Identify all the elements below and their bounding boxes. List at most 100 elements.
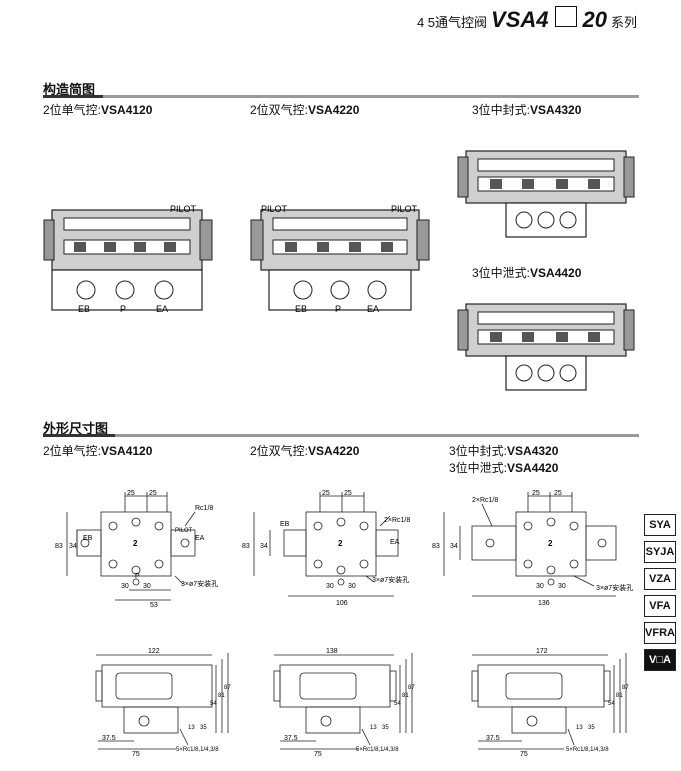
svg-text:81: 81 xyxy=(616,693,623,699)
svg-text:25: 25 xyxy=(322,490,330,497)
svg-text:P: P xyxy=(135,573,140,580)
svg-text:53: 53 xyxy=(150,602,158,608)
svg-text:5×Rc1/8,1/4,3/8: 5×Rc1/8,1/4,3/8 xyxy=(566,747,609,753)
svg-text:54: 54 xyxy=(394,701,401,707)
svg-text:75: 75 xyxy=(132,751,140,757)
dimension-side-vsa4120: 122 37.5 75 13 35 54 81 87 5×Rc1/8,1/4,3… xyxy=(95,648,231,757)
page-header: 4 5通气控阀 VSA4 20 系列 xyxy=(417,6,637,33)
svg-text:54: 54 xyxy=(210,701,217,707)
svg-text:EB: EB xyxy=(280,521,290,528)
svg-text:2: 2 xyxy=(338,539,343,548)
svg-text:54: 54 xyxy=(608,701,615,707)
label-eb-1: EB xyxy=(78,304,90,314)
tab-vxa[interactable]: V□A xyxy=(644,649,676,671)
svg-text:13: 13 xyxy=(370,725,377,731)
section2-title: 外形尺寸图 xyxy=(43,421,109,436)
svg-text:136: 136 xyxy=(538,600,550,607)
svg-text:2: 2 xyxy=(133,539,138,548)
svg-text:87: 87 xyxy=(224,685,231,691)
svg-text:25: 25 xyxy=(554,490,562,497)
svg-text:EA: EA xyxy=(195,535,205,542)
svg-text:34: 34 xyxy=(69,543,77,550)
svg-text:3×ø7安装孔: 3×ø7安装孔 xyxy=(596,583,633,592)
label-pilot-2a: PILOT xyxy=(261,204,288,214)
section1-rule xyxy=(43,95,639,98)
svg-text:75: 75 xyxy=(520,751,528,757)
svg-text:25: 25 xyxy=(127,490,135,497)
section1-caption-1: 2位单气控:VSA4120 xyxy=(43,103,153,117)
svg-text:34: 34 xyxy=(450,543,458,550)
tab-vza[interactable]: VZA xyxy=(644,568,676,590)
section1-caption-4: 3位中泄式:VSA4420 xyxy=(472,266,582,280)
svg-text:2×Rc1/8: 2×Rc1/8 xyxy=(472,497,498,504)
svg-text:13: 13 xyxy=(188,725,195,731)
svg-text:PILOT: PILOT xyxy=(175,528,193,534)
header-model-box xyxy=(554,6,577,27)
svg-text:106: 106 xyxy=(336,600,348,607)
svg-text:34: 34 xyxy=(260,543,268,550)
svg-text:87: 87 xyxy=(408,685,415,691)
svg-text:37.5: 37.5 xyxy=(486,735,500,742)
svg-text:37.5: 37.5 xyxy=(102,735,116,742)
tab-vfra[interactable]: VFRA xyxy=(644,622,676,644)
label-p-2: P xyxy=(335,304,341,314)
dimension-top-vsa4220: 25 25 83 34 EB EA 30 30 106 2×Rc1/8 3×ø7… xyxy=(242,490,410,607)
svg-text:37.5: 37.5 xyxy=(284,735,298,742)
svg-text:30: 30 xyxy=(348,583,356,590)
svg-text:35: 35 xyxy=(588,725,595,731)
svg-text:2×Rc1/8: 2×Rc1/8 xyxy=(384,517,410,524)
svg-text:83: 83 xyxy=(432,543,440,550)
svg-text:83: 83 xyxy=(242,543,250,550)
svg-text:122: 122 xyxy=(148,648,160,655)
svg-text:81: 81 xyxy=(402,693,409,699)
dimension-side-vsa4220: 138 37.5 75 13 35 54 81 87 5×Rc1/8,1/4,3… xyxy=(273,648,415,757)
label-pilot-1: PILOT xyxy=(170,204,197,214)
series-tabs: SYA SYJA VZA VFA VFRA V□A xyxy=(644,514,676,676)
header-model-right: 20 xyxy=(582,7,607,32)
svg-text:EA: EA xyxy=(390,539,400,546)
svg-text:3×ø7安装孔: 3×ø7安装孔 xyxy=(372,575,409,584)
svg-text:30: 30 xyxy=(121,583,129,590)
diagram-vsa4420-section xyxy=(457,303,635,391)
svg-text:25: 25 xyxy=(532,490,540,497)
header-suffix: 系列 xyxy=(610,15,637,30)
svg-text:25: 25 xyxy=(344,490,352,497)
tab-syja[interactable]: SYJA xyxy=(644,541,676,563)
section2-caption-2: 2位双气控:VSA4220 xyxy=(250,444,360,458)
svg-text:3×ø7安装孔: 3×ø7安装孔 xyxy=(181,579,218,588)
svg-text:EB: EB xyxy=(83,535,93,542)
dimension-top-vsa4320: 25 25 83 34 2×Rc1/8 30 30 136 3×ø7安装孔 2 xyxy=(432,490,633,607)
section1-caption-2: 2位双气控:VSA4220 xyxy=(250,103,360,117)
svg-text:87: 87 xyxy=(622,685,629,691)
label-eb-2: EB xyxy=(295,304,307,314)
section2-caption-3: 3位中封式:VSA4320 xyxy=(449,444,559,458)
label-ea-1: EA xyxy=(156,304,168,314)
svg-text:25: 25 xyxy=(149,490,157,497)
label-p-1: P xyxy=(120,304,126,314)
svg-text:81: 81 xyxy=(218,693,225,699)
svg-text:30: 30 xyxy=(558,583,566,590)
svg-text:30: 30 xyxy=(536,583,544,590)
svg-text:13: 13 xyxy=(576,725,583,731)
svg-text:75: 75 xyxy=(314,751,322,757)
tab-sya[interactable]: SYA xyxy=(644,514,676,536)
svg-text:138: 138 xyxy=(326,648,338,655)
section2-rule xyxy=(43,434,639,437)
svg-text:83: 83 xyxy=(55,543,63,550)
svg-text:35: 35 xyxy=(382,725,389,731)
svg-text:30: 30 xyxy=(143,583,151,590)
svg-text:2: 2 xyxy=(548,539,553,548)
svg-text:172: 172 xyxy=(536,648,548,655)
section2-caption-4: 3位中泄式:VSA4420 xyxy=(449,461,559,475)
label-pilot-2b: PILOT xyxy=(391,204,418,214)
section2-caption-1: 2位单气控:VSA4120 xyxy=(43,444,153,458)
svg-text:Rc1/8: Rc1/8 xyxy=(195,505,213,512)
label-ea-2: EA xyxy=(367,304,379,314)
tab-vfa[interactable]: VFA xyxy=(644,595,676,617)
svg-text:30: 30 xyxy=(326,583,334,590)
svg-text:5×Rc1/8,1/4,3/8: 5×Rc1/8,1/4,3/8 xyxy=(176,747,219,753)
svg-text:5×Rc1/8,1/4,3/8: 5×Rc1/8,1/4,3/8 xyxy=(356,747,399,753)
section1-caption-3: 3位中封式:VSA4320 xyxy=(472,103,582,117)
svg-text:35: 35 xyxy=(200,725,207,731)
diagram-vsa4220-section: PILOT PILOT EB P EA xyxy=(250,204,430,314)
